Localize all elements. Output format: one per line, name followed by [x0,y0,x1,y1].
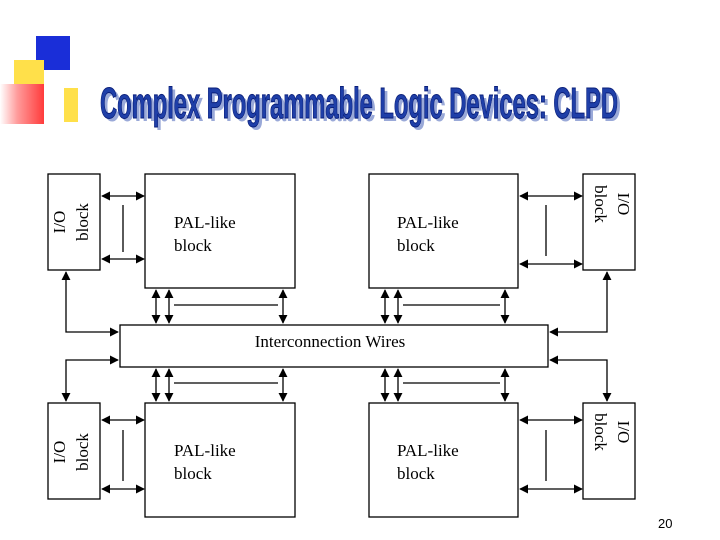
pal-interconnect-arrows-top-left [151,289,288,324]
pal-label-bottom-right-line1: PAL-like [397,441,459,460]
decor-square-red [0,84,44,124]
io-label-bottom-right-line2: block [591,413,610,451]
io-interconnect-path-bottom-left [61,355,119,402]
page-number: 20 [658,516,673,531]
io-label-top-left-line2: block [73,203,92,241]
pal-interconnect-arrows-bottom-right [380,368,510,402]
io-pal-arrows-top-right [519,191,583,269]
io-block-top-left [47,173,101,271]
pal-label-bottom-right-line2: block [397,464,435,483]
pal-label-top-left-line1: PAL-like [174,213,236,232]
io-label-bottom-left-line1: I/O [50,441,69,464]
io-label-top-left-line1: I/O [50,211,69,234]
pal-label-top-right-line2: block [397,236,435,255]
io-label-bottom-left-line2: block [73,433,92,471]
interconnection-wires-label: Interconnection Wires [255,332,406,351]
io-label-top-right-line1: I/O [614,193,633,216]
io-pal-arrows-bottom-left [101,415,145,494]
io-block-bottom-left [47,402,101,500]
pal-label-top-right-line1: PAL-like [397,213,459,232]
io-interconnect-path-bottom-right [549,355,612,402]
pal-interconnect-arrows-bottom-left [151,368,288,402]
io-interconnect-path-top-right [549,271,612,337]
interconnection-wires-box [119,324,549,368]
io-interconnect-path-top-left [61,271,119,337]
io-block-top-right [582,173,636,271]
slide-title: Complex Programmable Logic Devices: CLPD… [100,79,622,132]
pal-block-top-right [368,173,519,289]
slide-title-shadow: Complex Programmable Logic Devices: CLPD [103,82,621,131]
slide-title-text: Complex Programmable Logic Devices: CLPD [100,79,618,128]
pal-block-top-left [144,173,296,289]
pal-label-bottom-left-line1: PAL-like [174,441,236,460]
io-block-bottom-right [582,402,636,500]
io-label-top-right-line2: block [591,185,610,223]
pal-block-bottom-left [144,402,296,518]
io-pal-arrows-top-left [101,191,145,264]
pal-interconnect-arrows-top-right [380,289,510,324]
pal-block-bottom-right [368,402,519,518]
pal-label-top-left-line2: block [174,236,212,255]
decor-square-yellow-small [64,88,78,122]
io-label-bottom-right-line1: I/O [614,421,633,444]
pal-label-bottom-left-line2: block [174,464,212,483]
io-pal-arrows-bottom-right [519,415,583,494]
